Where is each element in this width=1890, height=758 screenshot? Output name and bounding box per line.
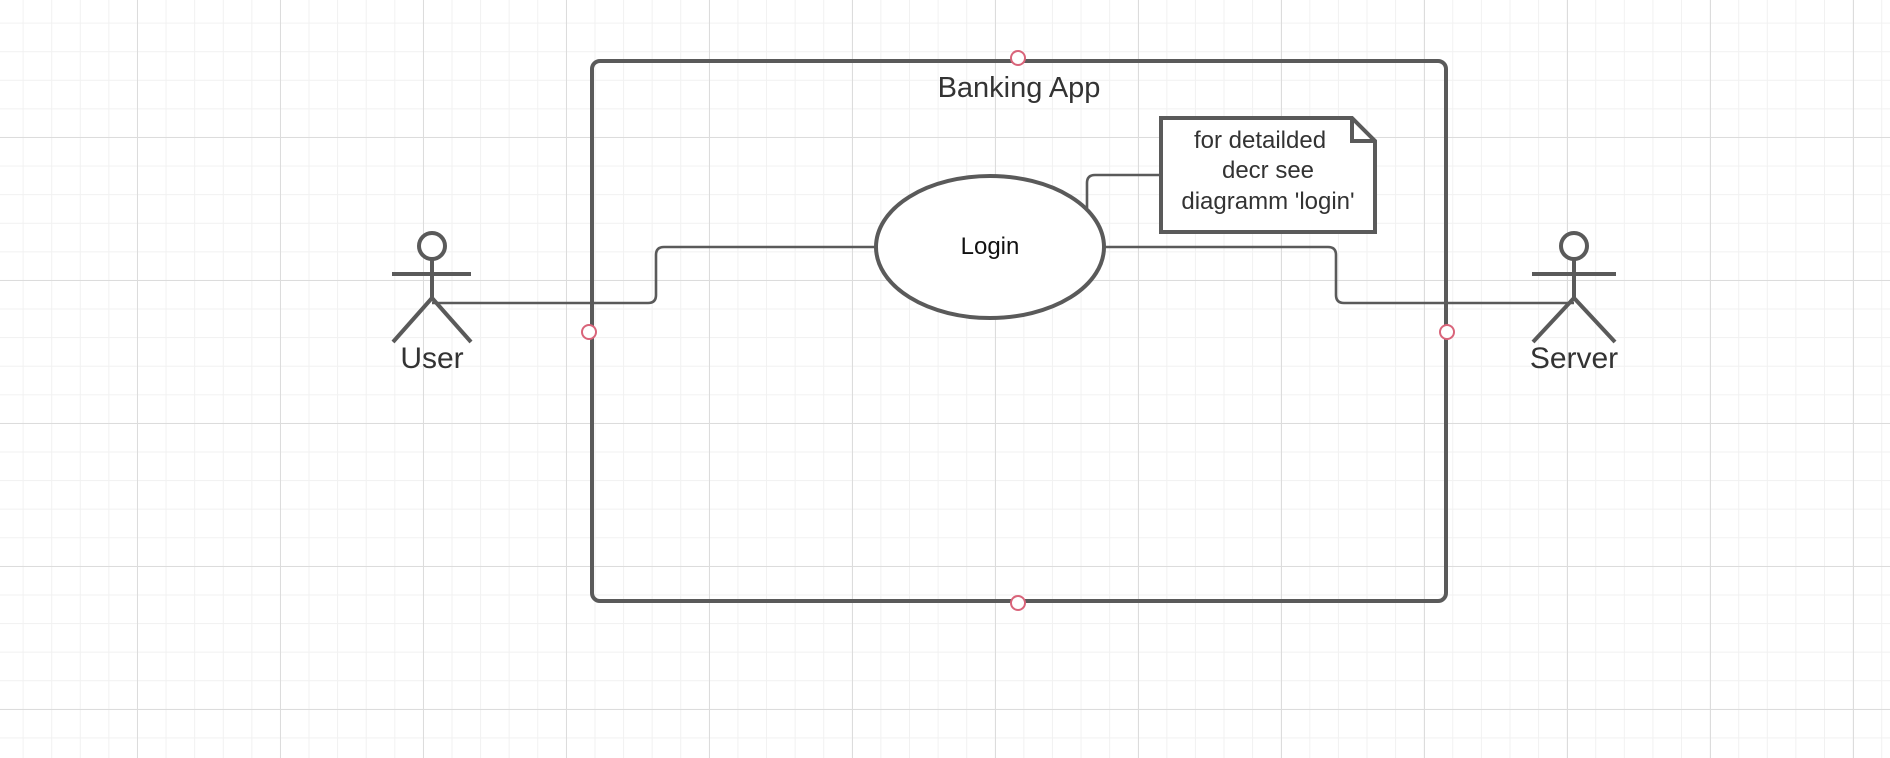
use-case-ellipse[interactable] — [874, 174, 1106, 320]
actor-server-label: Server — [1530, 342, 1618, 375]
actor-user-label: User — [400, 342, 463, 375]
note-line-2: decr see — [1222, 157, 1314, 184]
note-line-1: for detailded — [1194, 127, 1326, 154]
stick-figure-icon — [1531, 231, 1617, 344]
note[interactable]: for detailded decr see diagramm 'login' — [1159, 116, 1377, 234]
resize-handle-right[interactable] — [1439, 324, 1455, 340]
system-boundary-title: Banking App — [938, 72, 1101, 104]
note-line-3: diagramm 'login' — [1181, 188, 1354, 215]
resize-handle-top[interactable] — [1010, 50, 1026, 66]
note-shape[interactable] — [1159, 116, 1377, 234]
resize-handle-left[interactable] — [581, 324, 597, 340]
actor-user[interactable]: User — [391, 231, 473, 375]
connector-note-login[interactable] — [1085, 173, 1160, 208]
stick-figure-icon — [391, 231, 473, 344]
actor-server[interactable]: Server — [1530, 231, 1618, 375]
use-case-label: Login — [961, 233, 1020, 260]
note-folded-corner — [1350, 118, 1375, 143]
connector-login-server[interactable] — [1104, 245, 1574, 305]
connector-user-login[interactable] — [432, 245, 876, 305]
resize-handle-bottom[interactable] — [1010, 595, 1026, 611]
use-case-login[interactable]: Login — [874, 174, 1106, 320]
